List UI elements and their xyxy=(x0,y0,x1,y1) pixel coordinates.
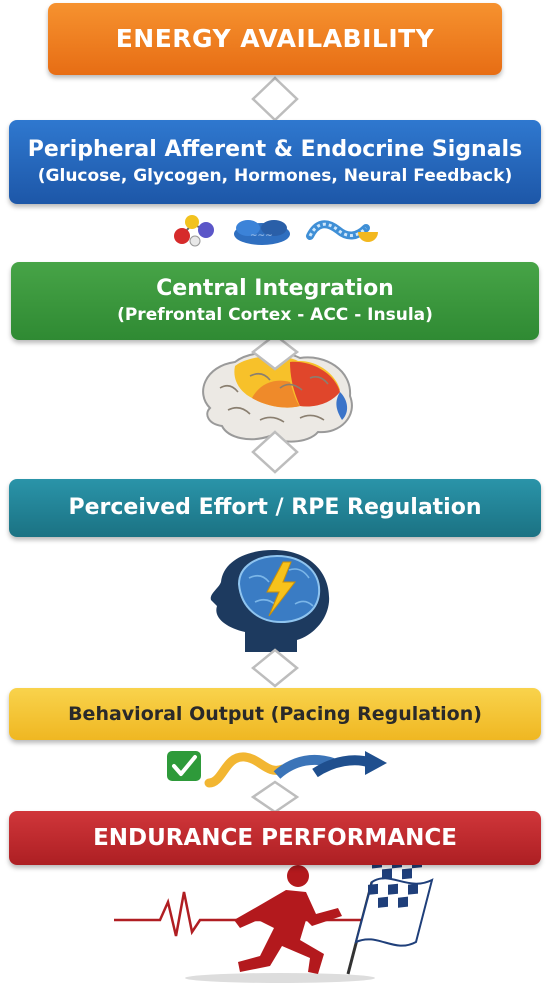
peripheral-signals-box: Peripheral Afferent & Endocrine Signals … xyxy=(9,120,541,204)
connector-diamond xyxy=(250,333,300,371)
central-integration-subtitle: (Prefrontal Cortex - ACC - Insula) xyxy=(117,305,433,325)
peripheral-signals-title: Peripheral Afferent & Endocrine Signals xyxy=(27,137,523,162)
head-lightning-icon xyxy=(210,550,330,652)
finish-illustration xyxy=(114,862,434,983)
central-integration-box: Central Integration (Prefrontal Cortex -… xyxy=(11,262,539,340)
protein-icon: ~~~ xyxy=(234,220,290,245)
peripheral-signals-subtitle: (Glucose, Glycogen, Hormones, Neural Fee… xyxy=(37,166,513,186)
brain-icon xyxy=(202,351,353,443)
glycogen-chain-icon xyxy=(306,220,378,242)
connector-diamond xyxy=(250,780,300,814)
pacing-arrow-icon xyxy=(204,751,387,788)
energy-availability-box: ENERGY AVAILABILITY xyxy=(48,3,502,75)
checkered-flag-icon xyxy=(346,862,434,975)
endurance-performance-title: ENDURANCE PERFORMANCE xyxy=(93,825,457,851)
molecule-icons: ~~~ xyxy=(174,215,378,247)
perceived-effort-title: Perceived Effort / RPE Regulation xyxy=(68,495,482,520)
checkmark-icon xyxy=(167,751,201,781)
pacing-icons xyxy=(167,751,387,788)
ground-shadow xyxy=(185,973,375,983)
connector-diamond xyxy=(251,430,299,474)
runner-icon xyxy=(234,865,342,974)
perceived-effort-box: Perceived Effort / RPE Regulation xyxy=(9,479,541,537)
svg-text:~~~: ~~~ xyxy=(250,231,273,241)
energy-availability-title: ENERGY AVAILABILITY xyxy=(115,24,435,53)
behavioral-output-title: Behavioral Output (Pacing Regulation) xyxy=(68,703,482,725)
endurance-performance-box: ENDURANCE PERFORMANCE xyxy=(9,811,541,865)
molecule-icon xyxy=(174,215,214,247)
behavioral-output-box: Behavioral Output (Pacing Regulation) xyxy=(9,688,541,740)
central-integration-title: Central Integration xyxy=(156,276,394,301)
heartbeat-line-icon xyxy=(114,891,410,937)
connector-diamond xyxy=(251,76,299,122)
connector-diamond xyxy=(251,648,299,688)
